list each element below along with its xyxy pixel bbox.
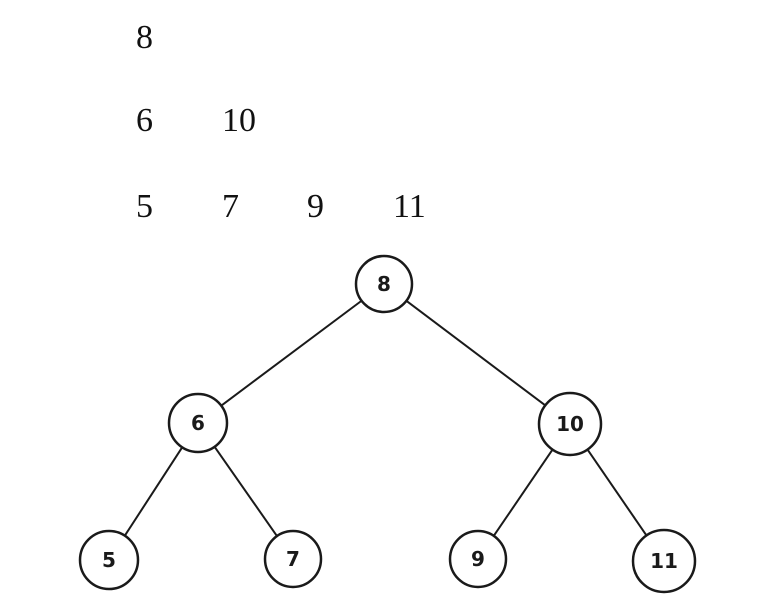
- level-1-value-1: 10: [222, 102, 256, 139]
- tree-node-6: 6: [167, 392, 229, 454]
- tree-node-circle: [448, 529, 508, 589]
- level-2-value-0: 5: [136, 188, 153, 225]
- tree-node-circle: [263, 529, 323, 589]
- tree-nodes: 8 6 10 5 7 9 11: [78, 254, 697, 594]
- level-1-value-0: 6: [136, 102, 153, 139]
- tree-node-label: 7: [286, 547, 300, 571]
- level-2-value-3: 11: [393, 188, 426, 225]
- tree-node-circle: [537, 391, 603, 457]
- edge-6-5: [123, 446, 184, 537]
- level-2-value-2: 9: [307, 188, 324, 225]
- edge-8-6: [220, 299, 363, 407]
- level-row-0: 8: [0, 18, 783, 58]
- level-2-value-1: 7: [222, 188, 239, 225]
- tree-node-11: 11: [631, 528, 697, 594]
- tree-node-5: 5: [78, 529, 140, 591]
- edge-10-11: [586, 448, 648, 537]
- tree-node-label: 6: [191, 411, 205, 435]
- tree-node-7: 7: [263, 529, 323, 589]
- edge-6-7: [213, 446, 278, 537]
- tree-node-10: 10: [537, 391, 603, 457]
- tree-node-label: 11: [650, 549, 678, 573]
- level-row-1: 6 10: [0, 101, 783, 141]
- tree-node-circle: [354, 254, 414, 314]
- level-0-value-0: 8: [136, 19, 153, 56]
- edge-8-10: [405, 300, 546, 407]
- tree-node-circle: [167, 392, 229, 454]
- edge-10-9: [492, 449, 554, 537]
- tree-node-label: 8: [377, 272, 391, 296]
- tree-node-label: 5: [102, 548, 116, 572]
- tree-edges: [123, 299, 648, 537]
- tree-node-8: 8: [354, 254, 414, 314]
- level-row-2: 5 7 9 11: [0, 187, 783, 227]
- tree-node-9: 9: [448, 529, 508, 589]
- tree-node-circle: [78, 529, 140, 591]
- tree-node-circle: [631, 528, 697, 594]
- tree-node-label: 10: [556, 412, 584, 436]
- tree-node-label: 9: [471, 547, 485, 571]
